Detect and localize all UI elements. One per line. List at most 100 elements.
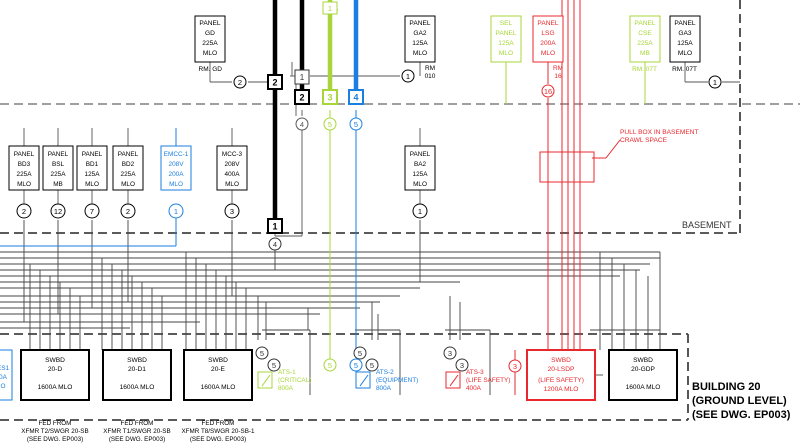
ats3-tag-left: 3: [443, 346, 457, 360]
svg-text:5: 5: [260, 349, 264, 358]
riser-circle-5-blue: 5: [349, 117, 363, 131]
svg-text:5: 5: [354, 361, 358, 370]
panel-room: RM. GD: [199, 66, 223, 73]
panel-label: BSL: [52, 161, 65, 168]
mid-panels-layer: PANELBD3225AMLO2PANELBSL225AMB12PANELBD1…: [8, 145, 436, 219]
tag-gd: 2: [233, 75, 247, 89]
panel-label: BA2: [414, 161, 427, 168]
svg-text:1: 1: [328, 4, 332, 13]
panel-label: EMCC-1: [164, 151, 189, 158]
panel-label: 125A: [677, 40, 693, 47]
svg-text:5: 5: [272, 361, 276, 370]
swbd-desc: (LIFE SAFETY): [538, 377, 584, 384]
riser-circle-5-green: 5: [323, 117, 337, 131]
ats2-tag-right: 5: [365, 358, 379, 372]
panel-label: MLO: [225, 181, 239, 188]
ats-label: 800A: [278, 385, 294, 392]
tag-bd3: 2: [16, 203, 32, 219]
tag-bd1: 7: [84, 203, 100, 219]
panel-label: 125A: [85, 171, 101, 178]
svg-text:3: 3: [448, 349, 452, 358]
red-risers: [514, 0, 621, 395]
svg-text:3: 3: [230, 207, 234, 216]
panel-label: PANEL: [82, 151, 103, 158]
ats3-tag-right: 3: [455, 358, 469, 372]
panel-label: MLO: [203, 50, 217, 57]
swbd-name: SWBD: [551, 357, 571, 364]
ats-label: ATS-1: [278, 369, 296, 376]
panel-label: PANEL: [495, 30, 516, 37]
swbd-name: 20-D1: [128, 366, 146, 373]
basement-label: BASEMENT: [682, 220, 732, 230]
panel-label: 225A: [202, 40, 218, 47]
tag-blue-side: 5: [349, 358, 363, 372]
swbd-name: SWBD: [208, 357, 228, 364]
riser-tag-4: 4: [348, 89, 364, 105]
panel-label: GA2: [413, 30, 427, 37]
swbd-fed-from: (SEE DWG. EP003): [109, 436, 165, 443]
ats-label: ATS-2: [376, 369, 394, 376]
swbd-fed-from: FED FROM: [39, 420, 72, 427]
panel-room: 010: [425, 73, 436, 80]
panel-label: 225A: [17, 171, 33, 178]
svg-text:2: 2: [299, 93, 304, 103]
svg-text:2: 2: [22, 207, 26, 216]
riser-tag-1-top: 1: [294, 69, 310, 85]
swbd-name: SWBD: [127, 357, 147, 364]
svg-text:5: 5: [354, 120, 358, 129]
ats-label: (EQUIPMENT): [376, 377, 418, 384]
tag-emcc1: 1: [168, 203, 184, 219]
svg-text:1: 1: [406, 72, 410, 81]
svg-text:1: 1: [713, 78, 717, 87]
svg-text:4: 4: [273, 240, 277, 249]
ats2-tag-left: 5: [353, 346, 367, 360]
swbd-name: SWBD: [633, 357, 653, 364]
tag-ga3: 1: [708, 75, 722, 89]
panel-label: MCC-3: [222, 151, 243, 158]
tag-ba2: 1: [412, 203, 428, 219]
panel-label: 125A: [412, 40, 428, 47]
panel-label: GA3: [678, 30, 692, 37]
riser-tag-2-mid: 2: [294, 89, 310, 105]
swbd-name: 20-E: [211, 366, 226, 373]
ats-label: (CRITICAL): [278, 377, 311, 384]
panel-label: SEL: [500, 20, 513, 27]
black-risers: [272, 0, 305, 220]
panel-label: GD: [205, 30, 215, 37]
panel-label: MB: [53, 181, 63, 188]
riser-tag-green-top: 1: [322, 1, 338, 15]
panel-label: 200A: [169, 171, 185, 178]
swbd-fed-from: (SEE DWG. EP003): [27, 436, 83, 443]
tag-bd2: 2: [120, 203, 136, 219]
svg-text:16: 16: [544, 87, 552, 96]
riser-circle-4: 4: [295, 117, 309, 131]
panel-label: MLO: [85, 181, 99, 188]
panel-label: 225A: [121, 171, 137, 178]
panel-label: BD2: [122, 161, 135, 168]
panel-label: PANEL: [48, 151, 69, 158]
